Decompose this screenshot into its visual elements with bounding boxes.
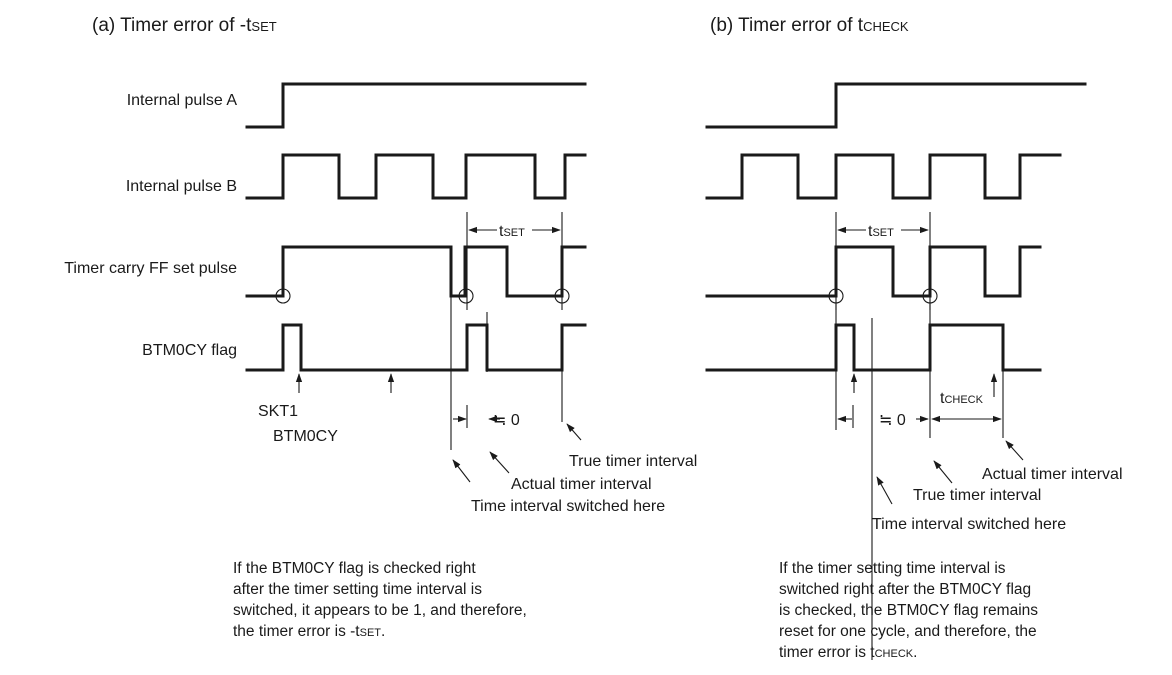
panel-a: (a) Timer error of -tSET Internal pulse …	[64, 15, 697, 640]
waveform-internal-pulse-b	[245, 153, 587, 200]
actual-interval-pointer	[489, 451, 510, 474]
switch-pointer	[876, 476, 893, 505]
caption-a-line-3: switched, it appears to be 1, and theref…	[233, 602, 527, 619]
waveform-timer-carry-ff-b	[705, 245, 1042, 298]
signal-label-internal-pulse-b: Internal pulse B	[126, 178, 237, 195]
annotation-true-timer-interval-b: True timer interval	[913, 487, 1041, 504]
waveform-internal-pulse-a-b	[705, 82, 1087, 129]
panel-b: (b) Timer error of tCHECK tSET ≒ 0 tCHEC…	[705, 15, 1123, 661]
true-interval-pointer	[933, 460, 953, 484]
edge-marker-circle	[458, 288, 474, 304]
signal-label-btm0cy-flag: BTM0CY flag	[142, 342, 237, 359]
waveform-btm0cy-flag	[245, 323, 587, 372]
switch-pointer	[452, 459, 471, 483]
waveform-internal-pulse-a	[245, 82, 587, 129]
waveform-internal-pulse-b-b	[705, 153, 1062, 200]
edge-marker-circle	[275, 288, 291, 304]
approx-zero-label: ≒ 0	[493, 412, 520, 429]
true-interval-pointer	[566, 423, 582, 441]
signal-label-timer-carry-ff: Timer carry FF set pulse	[64, 260, 237, 277]
btm0cy-label: BTM0CY	[273, 428, 338, 445]
actual-interval-pointer	[1005, 440, 1024, 461]
skt1-label: SKT1	[258, 403, 298, 420]
panel-b-title: (b) Timer error of tCHECK	[710, 15, 909, 36]
caption-a-line-4: the timer error is -tSET.	[233, 623, 385, 640]
annotation-actual-timer-interval: Actual timer interval	[511, 476, 652, 493]
waveform-btm0cy-flag-b	[705, 323, 1042, 372]
panel-a-title: (a) Timer error of -tSET	[92, 15, 277, 36]
annotation-time-interval-switched: Time interval switched here	[471, 498, 665, 515]
annotation-true-timer-interval: True timer interval	[569, 453, 697, 470]
tset-label: tSET	[499, 223, 525, 240]
caption-b-line-1: If the timer setting time interval is	[779, 560, 1006, 577]
caption-b-line-4: reset for one cycle, and therefore, the	[779, 623, 1037, 640]
tset-label-b: tSET	[868, 223, 894, 240]
annotation-actual-timer-interval-b: Actual timer interval	[982, 466, 1123, 483]
waveform-timer-carry-ff	[245, 245, 587, 298]
caption-b-line-2: switched right after the BTM0CY flag	[779, 581, 1031, 598]
approx-zero-label-b: ≒ 0	[879, 412, 906, 429]
caption-a-line-2: after the timer setting time interval is	[233, 581, 482, 598]
caption-a-line-1: If the BTM0CY flag is checked right	[233, 560, 476, 577]
annotation-time-interval-switched-b: Time interval switched here	[872, 516, 1066, 533]
caption-b-line-5: timer error is tCHECK.	[779, 644, 917, 661]
caption-b-line-3: is checked, the BTM0CY flag remains	[779, 602, 1038, 619]
signal-label-internal-pulse-a: Internal pulse A	[127, 92, 238, 109]
tcheck-label: tCHECK	[940, 390, 984, 407]
